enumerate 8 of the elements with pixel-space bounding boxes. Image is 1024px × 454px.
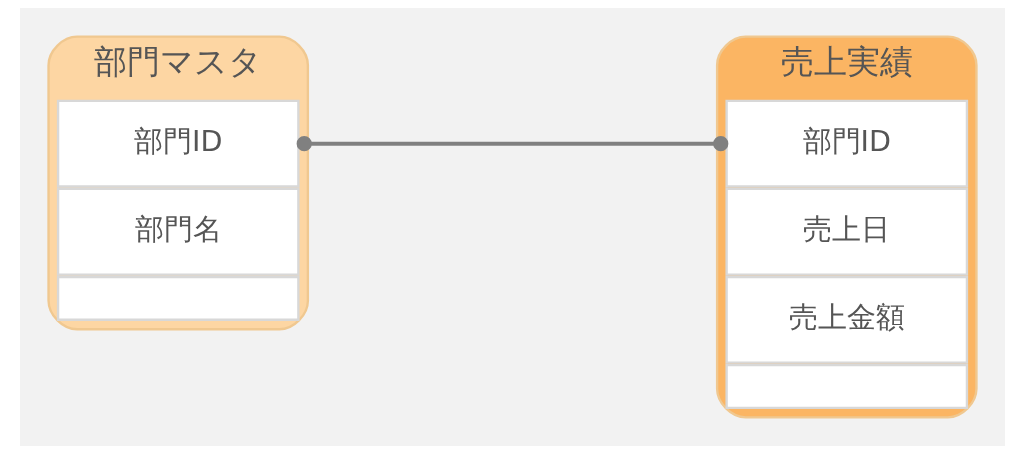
node-box: 部門名 [56,187,300,276]
node-box [56,275,300,321]
node-box [724,363,968,409]
node-box: 売上金額 [724,275,968,364]
node-box: 部門ID [56,99,300,188]
node-box: 部門ID [724,99,968,188]
node-box: 売上日 [724,187,968,276]
connector [296,136,728,152]
